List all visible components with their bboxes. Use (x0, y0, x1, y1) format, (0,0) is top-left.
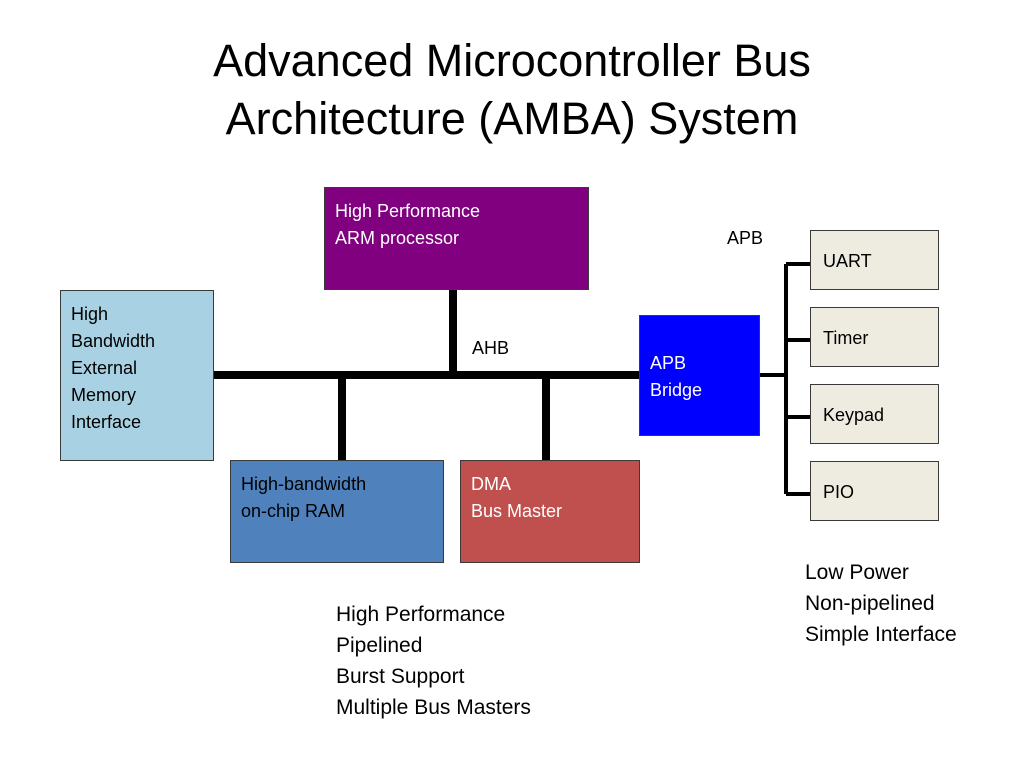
apb-features-list: Low Power Non-pipelined Simple Interface (805, 557, 957, 650)
ahb-features-list: High Performance Pipelined Burst Support… (336, 599, 531, 723)
timer-peripheral: Timer (810, 307, 939, 367)
slide-title: Advanced Microcontroller Bus Architectur… (0, 32, 1024, 148)
ram-line-2: on-chip RAM (241, 501, 346, 521)
ram-line-1: High-bandwidth (241, 474, 367, 494)
bridge-line-1: APB (650, 353, 687, 373)
memory-line-4: Memory (71, 385, 137, 405)
arm-line-1: High Performance (335, 201, 481, 221)
apb-feature: Non-pipelined (805, 592, 935, 615)
pio-peripheral: PIO (810, 461, 939, 521)
memory-line-2: Bandwidth (71, 331, 156, 351)
title-line-1: Advanced Microcontroller Bus (213, 35, 811, 86)
bridge-line-2: Bridge (650, 380, 703, 400)
dma-bus-master-block: DMA Bus Master (460, 460, 640, 563)
external-memory-interface-block: High Bandwidth External Memory Interface (60, 290, 214, 461)
arm-processor-block: High Performance ARM processor (324, 187, 589, 290)
apb-bus-label: APB (727, 228, 764, 248)
memory-line-5: Interface (71, 412, 142, 432)
timer-label: Timer (823, 328, 869, 348)
dma-line-2: Bus Master (471, 501, 563, 521)
ahb-feature: Pipelined (336, 634, 423, 657)
uart-peripheral: UART (810, 230, 939, 290)
title-line-2: Architecture (AMBA) System (225, 93, 799, 144)
ahb-bus-label: AHB (472, 338, 510, 358)
ahb-feature: Multiple Bus Masters (336, 696, 531, 719)
apb-feature: Low Power (805, 561, 909, 584)
uart-label: UART (823, 251, 872, 271)
ahb-feature: High Performance (336, 603, 506, 626)
memory-line-1: High (71, 304, 109, 324)
keypad-label: Keypad (823, 405, 885, 425)
dma-line-1: DMA (471, 474, 511, 494)
ahb-feature: Burst Support (336, 665, 465, 688)
arm-line-2: ARM processor (335, 228, 460, 248)
on-chip-ram-block: High-bandwidth on-chip RAM (230, 460, 444, 563)
memory-line-3: External (71, 358, 138, 378)
keypad-peripheral: Keypad (810, 384, 939, 444)
apb-feature: Simple Interface (805, 623, 957, 646)
apb-bridge-block: APB Bridge (639, 315, 760, 436)
pio-label: PIO (823, 482, 855, 502)
